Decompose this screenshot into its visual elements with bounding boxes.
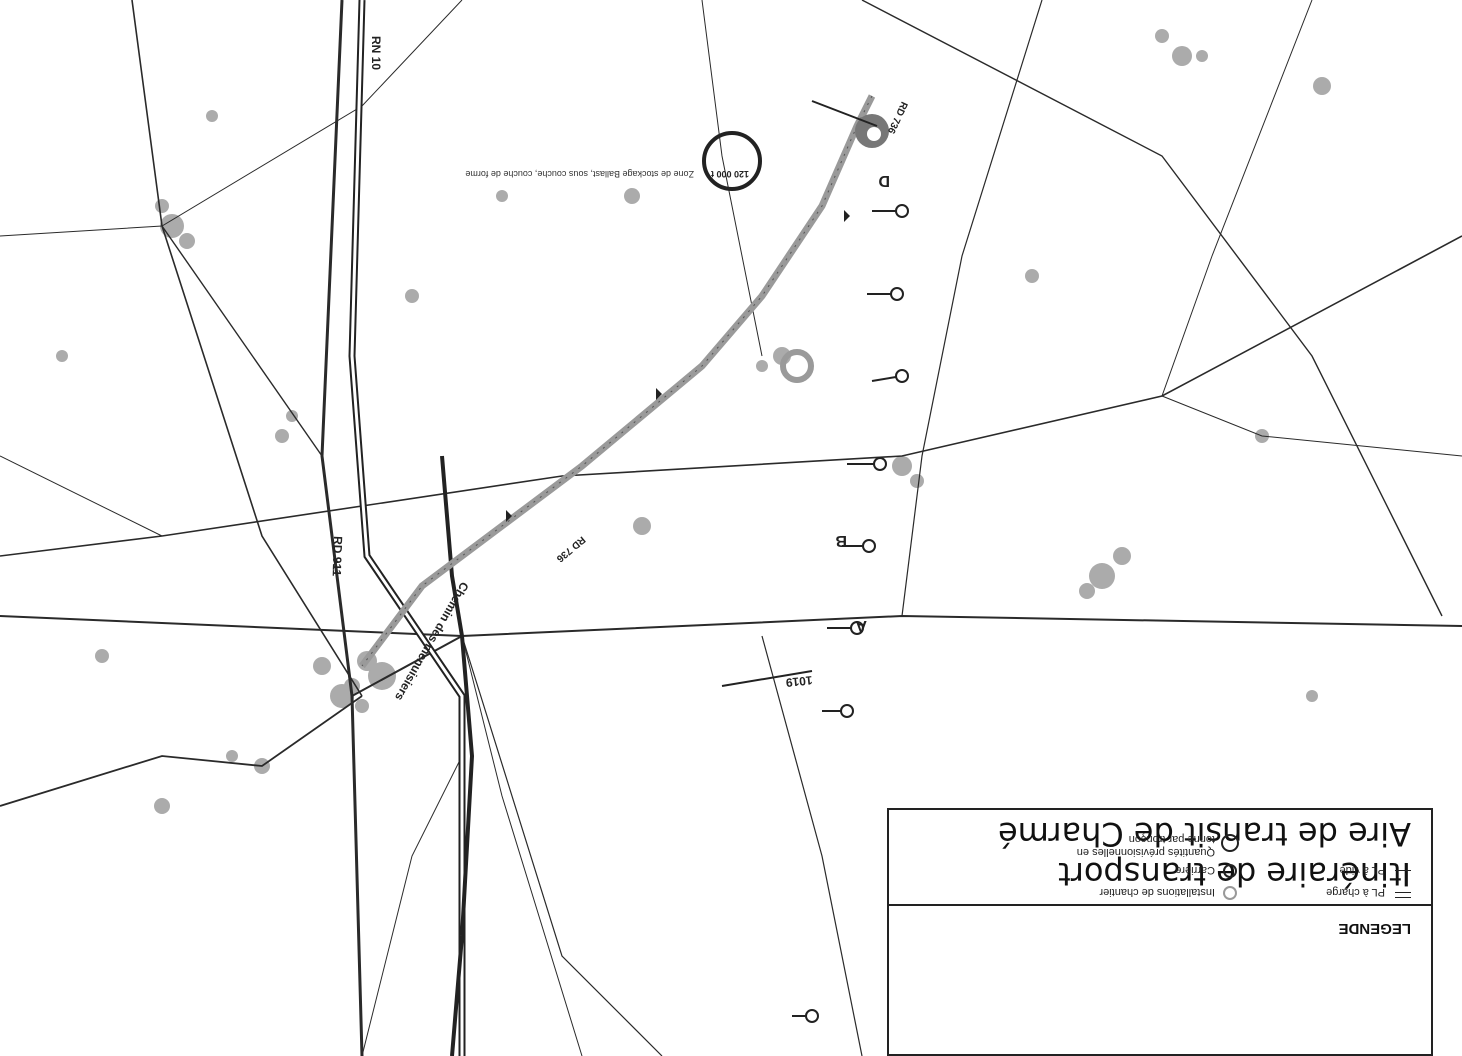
label-rd736-south: RD 736 bbox=[554, 534, 587, 565]
legend-item-carriere: Carrière bbox=[1175, 864, 1215, 876]
legend-header: LEGENDE bbox=[1338, 920, 1411, 937]
storage-zone-marker bbox=[702, 131, 762, 191]
legend-box: Itinéraire de transport Aire de transit … bbox=[887, 808, 1433, 1056]
label-point-b: B bbox=[835, 532, 847, 549]
label-rd1019: 1019 bbox=[785, 673, 813, 690]
tonnage-icon bbox=[1221, 834, 1239, 852]
label-chemin-menuisiers: Chemin des menuisiers bbox=[392, 580, 472, 704]
settlement-dots bbox=[56, 29, 1368, 932]
transport-route-edge bbox=[361, 95, 873, 667]
label-point-a: A bbox=[855, 617, 867, 634]
main-roads bbox=[348, 0, 475, 1056]
black-ring-icon bbox=[1223, 864, 1237, 878]
route-markers bbox=[506, 210, 850, 522]
pl-vide-symbol bbox=[1395, 870, 1411, 871]
tonnage-markers bbox=[792, 204, 909, 1023]
legend-item-pl-vide: PL à vide bbox=[1339, 864, 1385, 876]
pl-charge-symbol bbox=[1395, 892, 1411, 898]
storage-caption: Zone de stockage Ballast, sous couche, c… bbox=[465, 169, 694, 179]
storage-quantity: 120 000 t bbox=[711, 169, 749, 179]
label-rn10: RN 10 bbox=[369, 36, 383, 70]
legend-item-quantites: Quantités prévisionnelles en tonne par t… bbox=[1076, 833, 1215, 858]
legend-item-installations: Installations de chantier bbox=[1099, 886, 1215, 898]
gray-ring-icon bbox=[1223, 886, 1237, 900]
label-rd911: RD 911 bbox=[330, 536, 345, 577]
label-rd736-north: RD 736 bbox=[885, 100, 909, 136]
legend-item-pl-charge: PL à charge bbox=[1326, 886, 1385, 898]
site-installation-marker bbox=[780, 349, 814, 383]
label-point-d: D bbox=[878, 172, 890, 189]
